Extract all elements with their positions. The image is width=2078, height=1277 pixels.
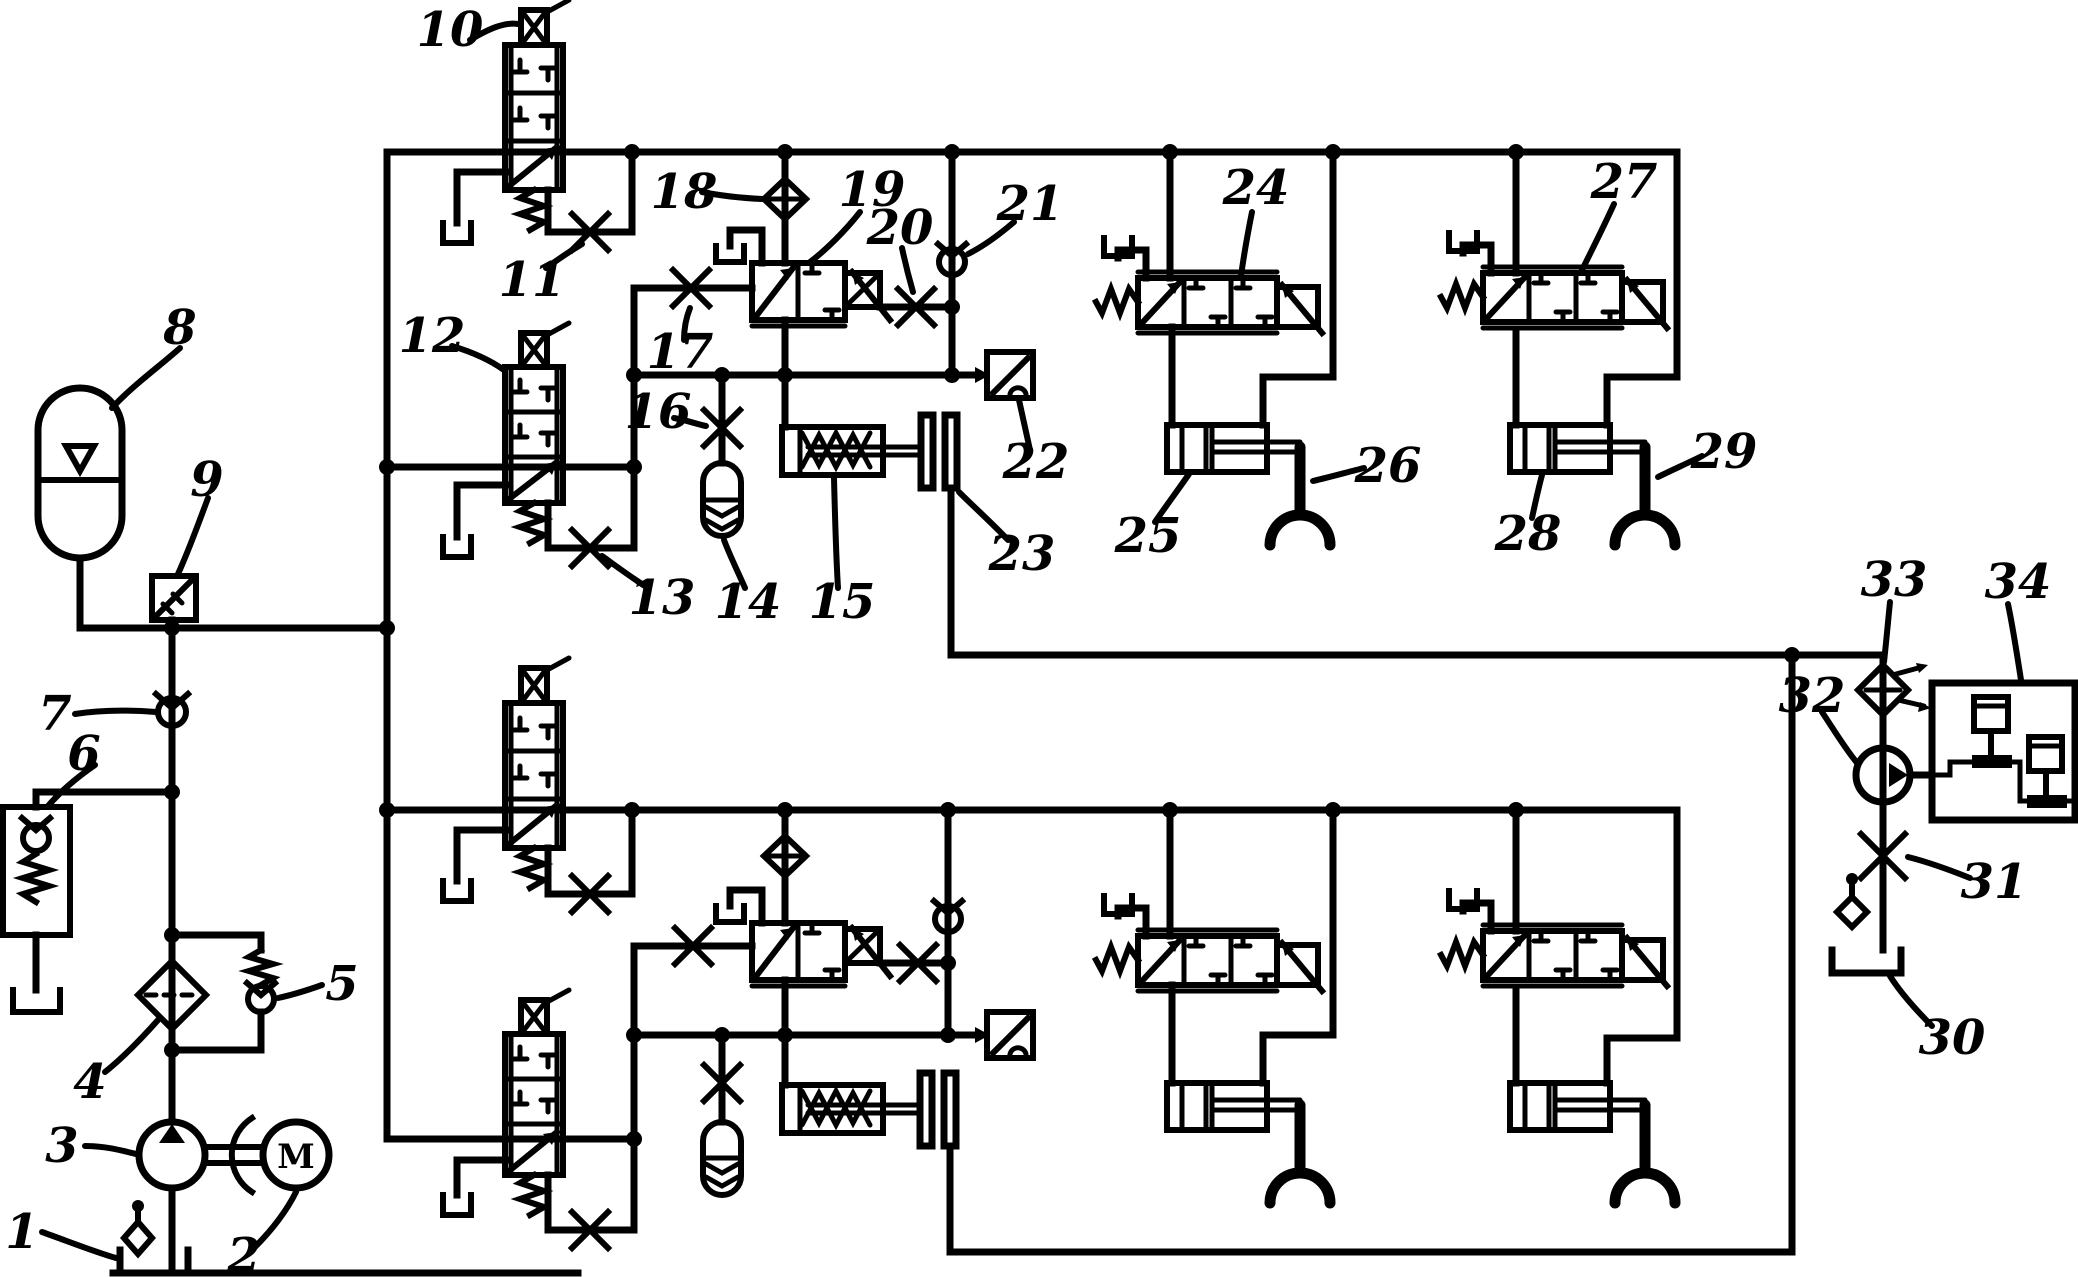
clutch-valve-feeds-lower bbox=[1166, 806, 1681, 1087]
throttle-11-lower bbox=[567, 871, 613, 917]
clutch-valve-feeds-upper bbox=[1166, 148, 1681, 429]
leader-lines bbox=[39, 20, 2024, 1261]
bypass-check-5 bbox=[238, 945, 284, 1015]
suction-strainer-1 bbox=[120, 1200, 156, 1259]
brake-accumulator-14-lower bbox=[700, 1119, 744, 1198]
pressure-switch-9 bbox=[149, 573, 199, 623]
label-12: 12 bbox=[399, 308, 466, 364]
label-23: 23 bbox=[988, 526, 1056, 582]
label-14: 14 bbox=[715, 574, 782, 630]
shift-fork-29 bbox=[1609, 441, 1681, 551]
throttle-20 bbox=[893, 284, 939, 330]
label-2: 2 bbox=[226, 1228, 260, 1277]
throttle-16-lower bbox=[699, 1060, 745, 1106]
throttle-17-lower bbox=[670, 923, 716, 969]
label-27: 27 bbox=[1590, 154, 1658, 210]
brake-accumulator-14 bbox=[700, 460, 744, 539]
label-15: 15 bbox=[809, 574, 876, 630]
pilot-valve-19-lower bbox=[713, 886, 895, 989]
filter-18 bbox=[759, 174, 811, 224]
label-8: 8 bbox=[162, 300, 196, 356]
brake-discs-23-lower bbox=[916, 1069, 960, 1150]
directional-valve-12-lower bbox=[440, 987, 572, 1220]
brake-discs-23 bbox=[917, 411, 961, 492]
label-22: 22 bbox=[1002, 434, 1070, 490]
motor-2: M bbox=[202, 1113, 333, 1197]
main-tank bbox=[116, 1246, 192, 1277]
label-9: 9 bbox=[190, 452, 223, 508]
return-line-right bbox=[946, 651, 1796, 1256]
label-16: 16 bbox=[625, 384, 692, 440]
throttle-17 bbox=[668, 265, 714, 311]
check-valve-21-lower bbox=[929, 896, 967, 935]
label-30: 30 bbox=[1919, 1010, 1986, 1066]
label-3: 3 bbox=[45, 1118, 78, 1174]
label-11: 11 bbox=[499, 252, 566, 308]
label-7: 7 bbox=[38, 686, 71, 742]
shift-fork-26-lower bbox=[1264, 1099, 1336, 1209]
lubrication-block-34 bbox=[1928, 679, 2078, 824]
clutch-valve-27 bbox=[1436, 230, 1672, 333]
clutch-valve-24 bbox=[1091, 235, 1327, 338]
label-25: 25 bbox=[1114, 508, 1182, 564]
filter-4 bbox=[133, 956, 211, 1034]
lube-filter-33 bbox=[1853, 660, 1931, 720]
label-33: 33 bbox=[1861, 552, 1928, 608]
label-13: 13 bbox=[629, 570, 696, 626]
label-31: 31 bbox=[1961, 854, 2028, 910]
lube-strainer-30 bbox=[1828, 873, 1905, 977]
pump-3 bbox=[135, 1118, 209, 1192]
directional-valve-12 bbox=[440, 320, 572, 560]
brake-cylinder-15-lower bbox=[779, 1082, 923, 1136]
clutch-cylinder-28-lower bbox=[1507, 1080, 1648, 1133]
relief-branch-line bbox=[32, 788, 176, 994]
label-34: 34 bbox=[1985, 554, 2052, 610]
accumulator-8 bbox=[34, 384, 126, 562]
label-5: 5 bbox=[325, 956, 358, 1012]
filter-18-lower bbox=[759, 831, 811, 881]
label-18: 18 bbox=[651, 164, 718, 220]
throttle-13-lower bbox=[567, 1207, 613, 1253]
label-29: 29 bbox=[1690, 424, 1758, 480]
clutch-cylinder-25-lower bbox=[1164, 1080, 1303, 1133]
clutch-valve-27-lower bbox=[1436, 888, 1672, 991]
directional-valve-10-lower bbox=[440, 655, 572, 904]
label-21: 21 bbox=[996, 176, 1064, 232]
label-6: 6 bbox=[67, 726, 100, 782]
filter-bypass-loop bbox=[168, 931, 265, 1054]
throttle-31 bbox=[1856, 829, 1910, 883]
label-26: 26 bbox=[1354, 438, 1422, 494]
throttle-13 bbox=[567, 525, 613, 571]
label-17: 17 bbox=[647, 324, 714, 380]
shift-fork-26 bbox=[1264, 441, 1336, 551]
pilot-valve-19 bbox=[713, 226, 895, 329]
label-1: 1 bbox=[5, 1204, 38, 1260]
label-10: 10 bbox=[417, 2, 484, 58]
label-4: 4 bbox=[73, 1054, 106, 1110]
directional-valve-10 bbox=[440, 0, 572, 246]
label-28: 28 bbox=[1494, 506, 1562, 562]
motor-letter: M bbox=[277, 1137, 315, 1177]
relief-valve-6 bbox=[0, 804, 73, 1015]
clutch-cylinder-25 bbox=[1164, 422, 1303, 475]
brake-cylinder-15 bbox=[779, 424, 924, 478]
check-valve-21 bbox=[933, 239, 971, 278]
label-32: 32 bbox=[1779, 668, 1846, 724]
throttle-16 bbox=[699, 405, 745, 451]
part-number-labels: 1 2 3 4 5 6 7 8 9 10 11 12 13 14 15 16 1… bbox=[5, 2, 2051, 1277]
brake-bus-lower bbox=[544, 806, 979, 1234]
pressure-sensor-22-lower bbox=[975, 1009, 1036, 1061]
lube-pump-32 bbox=[1852, 744, 1914, 806]
label-24: 24 bbox=[1222, 160, 1290, 216]
pressure-sensor-22 bbox=[975, 349, 1036, 401]
label-20: 20 bbox=[866, 200, 934, 256]
clutch-cylinder-28 bbox=[1507, 422, 1648, 475]
shift-fork-29-lower bbox=[1609, 1099, 1681, 1209]
clutch-valve-24-lower bbox=[1091, 893, 1327, 996]
junction-dots bbox=[164, 144, 1800, 1147]
label-19: 19 bbox=[839, 162, 906, 218]
throttle-20-lower bbox=[895, 940, 941, 986]
